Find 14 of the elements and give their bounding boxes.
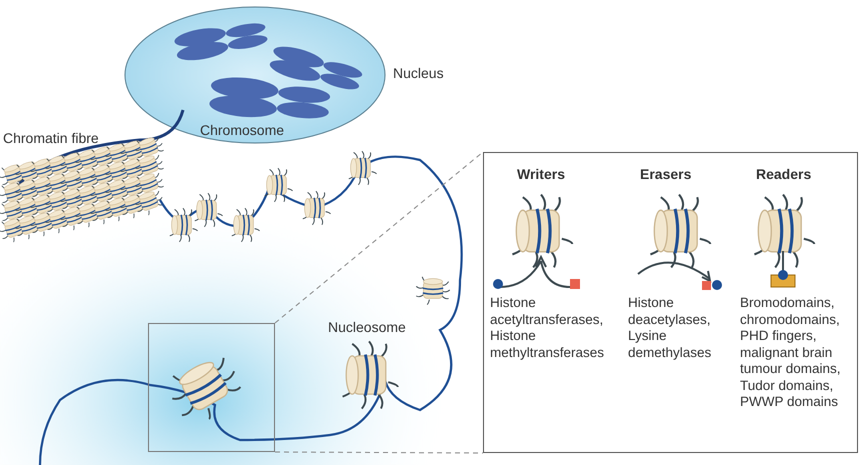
inset-frame <box>148 323 275 452</box>
part-label: Nucleus <box>393 65 444 81</box>
enzyme-list: Histone acetyltransferases, Histone methyltransferases <box>490 295 622 361</box>
enzyme-list: Histone deacetylases, Lysine demethylases <box>628 295 728 361</box>
enzyme-list: Bromodomains, chromodomains, PHD fingers, malignant brain tumour domains, Tudor domains, PWWP domains <box>740 295 848 410</box>
enzyme-panel <box>483 152 858 453</box>
column-heading: Erasers <box>640 166 692 182</box>
zoom-line <box>274 152 484 324</box>
part-label: Nucleosome <box>328 319 406 335</box>
column-heading: Readers <box>756 166 812 182</box>
column-heading: Writers <box>517 166 565 182</box>
part-label: Chromosome <box>200 122 284 138</box>
part-label: Chromatin fibre <box>3 130 99 146</box>
zoom-line <box>274 452 484 454</box>
